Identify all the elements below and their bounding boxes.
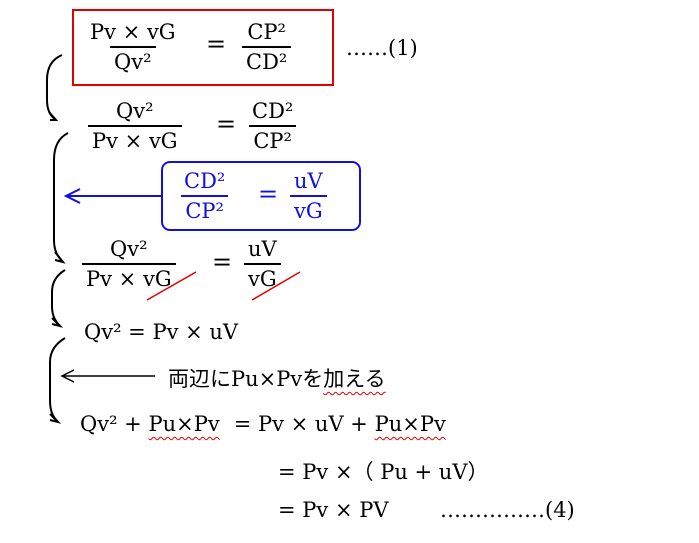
eq3-lhs-den-a: Pv × bbox=[86, 267, 143, 291]
blue-lhs-den: CP² bbox=[181, 195, 228, 224]
blue-arrow bbox=[63, 188, 162, 204]
note: 両辺にPu×Pvを加える bbox=[168, 363, 386, 393]
blue-lhs-fraction: CD² CP² bbox=[180, 168, 229, 224]
curve-arrow-2 bbox=[53, 132, 69, 263]
eq3-lhs-den-cancelled: vG bbox=[142, 267, 172, 291]
eq2-rhs-num: CD² bbox=[252, 99, 294, 123]
eq5-added-rhs: Pu×Pv bbox=[374, 412, 446, 436]
eq2-rhs-fraction: CD² CP² bbox=[248, 98, 297, 154]
eq3-lhs-num: Qv² bbox=[110, 237, 148, 261]
curved-arrows bbox=[46, 54, 69, 424]
blue-lhs-num: CD² bbox=[184, 169, 226, 193]
eq2-lhs-fraction: Qv² Pv × vG bbox=[88, 98, 182, 154]
blue-equals: = bbox=[258, 180, 279, 208]
eq6: = Pv ×（ Pu + uV） bbox=[278, 460, 489, 484]
eq1-red-box bbox=[72, 9, 334, 86]
curve-arrow-3 bbox=[51, 269, 66, 327]
eq1-lhs-den: Qv² bbox=[110, 46, 156, 75]
eq1-rhs-num: CP² bbox=[247, 20, 286, 44]
eq1-lhs-fraction: Pv × vG Qv² bbox=[86, 19, 180, 75]
eq5-op: = Pv × uV + bbox=[233, 412, 375, 436]
eq1-rhs-den: CD² bbox=[242, 46, 292, 75]
eq5: Qv² + Pu×Pv= Pv × uV + Pu×Pv bbox=[80, 412, 446, 436]
eq1-lhs-num: Pv × vG bbox=[90, 20, 176, 44]
eq2-lhs-num: Qv² bbox=[116, 99, 154, 123]
eq1-rhs-fraction: CP² CD² bbox=[242, 19, 292, 75]
eq2-lhs-den: Pv × vG bbox=[88, 125, 182, 154]
blue-rhs-den: vG bbox=[290, 195, 327, 224]
eq5-added-lhs: Pu×Pv bbox=[148, 412, 220, 436]
eq1-label: ……(1) bbox=[346, 36, 418, 60]
eq2-rhs-den: CP² bbox=[249, 125, 296, 154]
curve-arrow-1 bbox=[46, 54, 63, 121]
eq3-rhs-num: uV bbox=[248, 237, 277, 261]
eq1-equals: = bbox=[206, 30, 227, 58]
eq3-lhs-den: Pv × vG bbox=[82, 263, 176, 292]
eq3-rhs-fraction: uV vG bbox=[244, 236, 281, 292]
black-arrow bbox=[60, 369, 155, 383]
eq5-a: Qv² + bbox=[80, 412, 149, 436]
eq3-rhs-den-cancelled: vG bbox=[244, 263, 281, 292]
eq7: = Pv × PV bbox=[278, 498, 389, 522]
eq3-lhs-fraction: Qv² Pv × vG bbox=[82, 236, 176, 292]
eq7-label: ……………(4) bbox=[440, 498, 575, 522]
eq3-equals: = bbox=[212, 248, 233, 276]
cancel-strikes bbox=[146, 271, 301, 301]
eq2-equals: = bbox=[216, 110, 237, 138]
curve-arrow-4 bbox=[49, 337, 66, 423]
note-emphasis: 加える bbox=[323, 367, 386, 391]
eq4: Qv² = Pv × uV bbox=[84, 320, 239, 344]
blue-rhs-num: uV bbox=[294, 169, 323, 193]
blue-rhs-fraction: uV vG bbox=[290, 168, 327, 224]
note-prefix: 両辺にPu×Pvを bbox=[168, 367, 324, 391]
